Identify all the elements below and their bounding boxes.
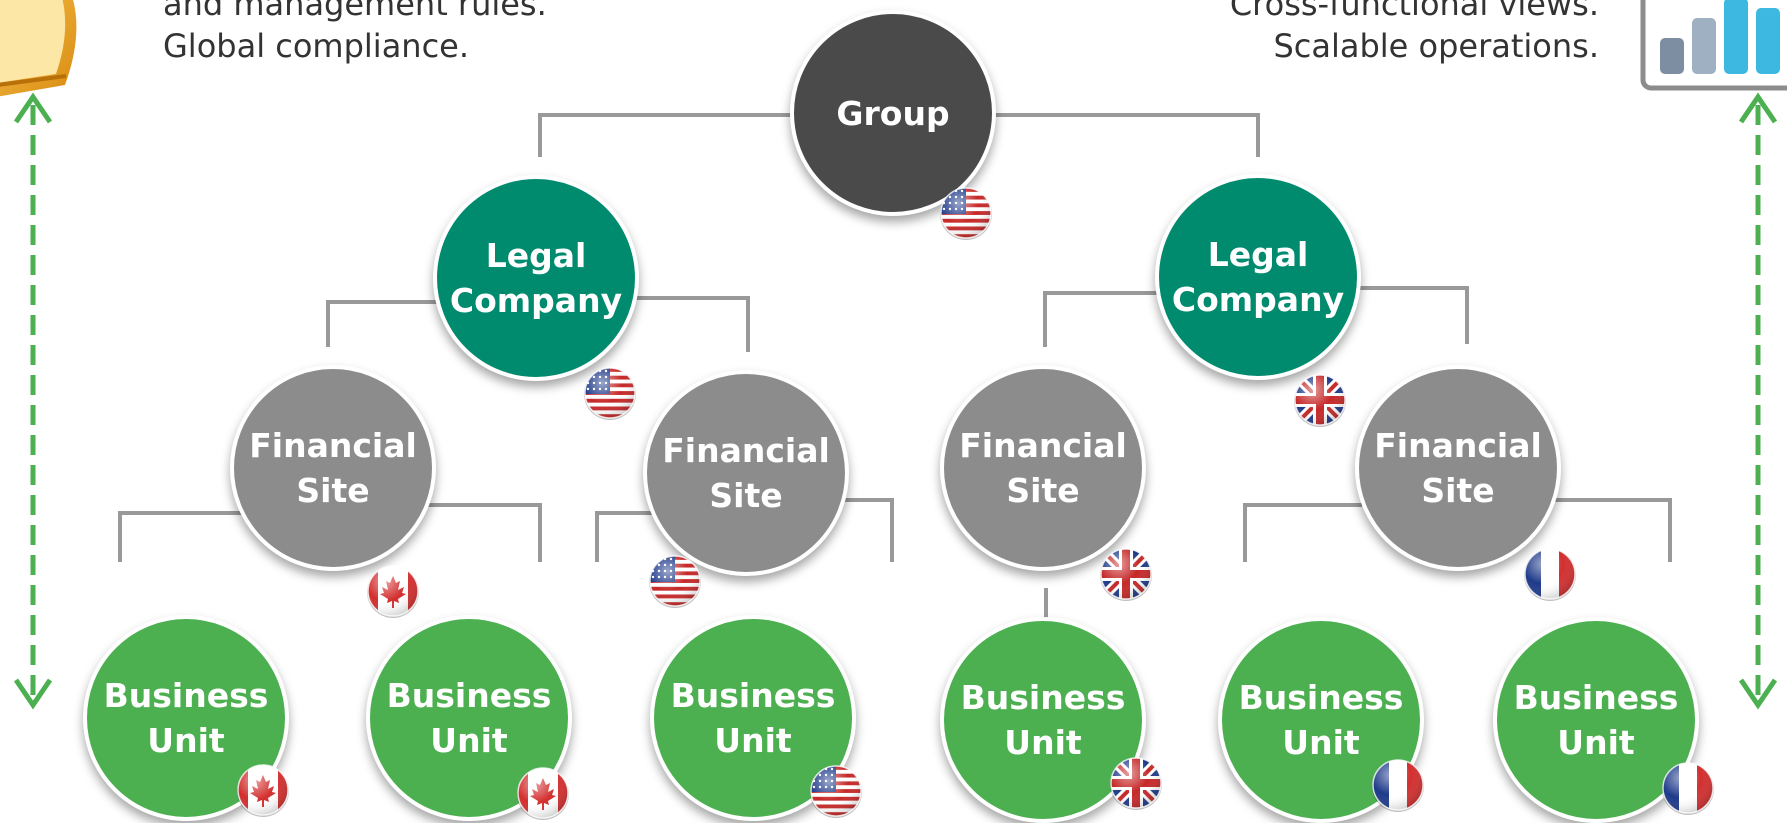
left-dashed-arrow-icon [13,92,53,710]
connector-fin4-right [1550,498,1672,562]
canada-flag-icon [515,765,571,821]
node-label-line-1: Legal [485,236,587,275]
caption-right-line-2: Scalable operations. [1273,27,1599,65]
connector-group-left [538,113,802,157]
canada-flag-icon [235,762,291,818]
node-label-line-1: Financial [959,426,1127,465]
node-legal-company-uk: Legal Company [1155,174,1361,380]
caption-right-line-1: Cross-functional views. [1229,0,1599,23]
us-flag-icon [938,185,994,241]
connector-fin2-left [595,511,652,562]
connector-fin1-left [118,511,242,562]
connector-legal-us-left [326,300,442,347]
right-dashed-arrow-icon [1738,92,1778,710]
caption-right: Cross-functional views. Scalable operati… [1230,0,1599,67]
node-label-line-1: Business [1238,678,1404,717]
node-label-line-1: Business [103,676,269,715]
uk-flag-icon [1108,755,1164,811]
node-label-line-1: Business [960,678,1126,717]
france-flag-icon [1522,546,1578,602]
connector-legal-uk-left [1043,291,1167,347]
caption-left-line-2: Global compliance. [163,27,470,65]
france-flag-icon [1660,760,1716,816]
node-label-line-2: Site [296,471,370,510]
france-flag-icon [1370,757,1426,813]
node-label-line-1: Financial [1374,426,1542,465]
us-flag-icon [808,763,864,819]
node-financial-site-1: Financial Site [230,365,436,571]
connector-fin1-right [423,503,542,562]
node-legal-company-us: Legal Company [433,175,639,381]
node-financial-site-4: Financial Site [1355,365,1561,571]
caption-left: and management rules. Global compliance. [163,0,547,67]
node-label-line-2: Unit [714,721,792,760]
caption-left-line-1: and management rules. [163,0,547,23]
us-flag-icon [647,553,703,609]
uk-flag-icon [1098,546,1154,602]
connector-fin2-right [838,498,894,562]
node-financial-site-3: Financial Site [940,365,1146,571]
node-business-unit-2: Business Unit [366,615,572,821]
connector-legal-us-right [628,296,750,352]
us-flag-icon [582,365,638,421]
node-label-line-2: Site [709,476,783,515]
node-label-line-2: Unit [147,721,225,760]
node-label-line-2: Company [1171,280,1345,319]
uk-flag-icon [1292,372,1348,428]
canada-flag-icon [365,563,421,619]
bar-chart-icon [1640,0,1787,92]
node-label-line-2: Unit [1282,723,1360,762]
node-label-line-1: Financial [662,431,830,470]
node-label-line-2: Site [1006,471,1080,510]
connector-group-right [978,113,1260,157]
node-label: Group [836,93,950,133]
connector-fin4-left [1243,503,1362,562]
node-label-line-1: Business [386,676,552,715]
node-label-line-2: Company [449,281,623,320]
node-label-line-2: Site [1421,471,1495,510]
node-label-line-2: Unit [430,721,508,760]
notebook-icon [0,0,100,100]
node-group: Group [790,10,996,216]
node-label-line-1: Business [670,676,836,715]
node-label-line-2: Unit [1557,723,1635,762]
node-label-line-2: Unit [1004,723,1082,762]
node-label-line-1: Legal [1207,235,1309,274]
connector-legal-uk-right [1353,286,1469,344]
node-label-line-1: Business [1513,678,1679,717]
node-label-line-1: Financial [249,426,417,465]
node-financial-site-2: Financial Site [643,370,849,576]
